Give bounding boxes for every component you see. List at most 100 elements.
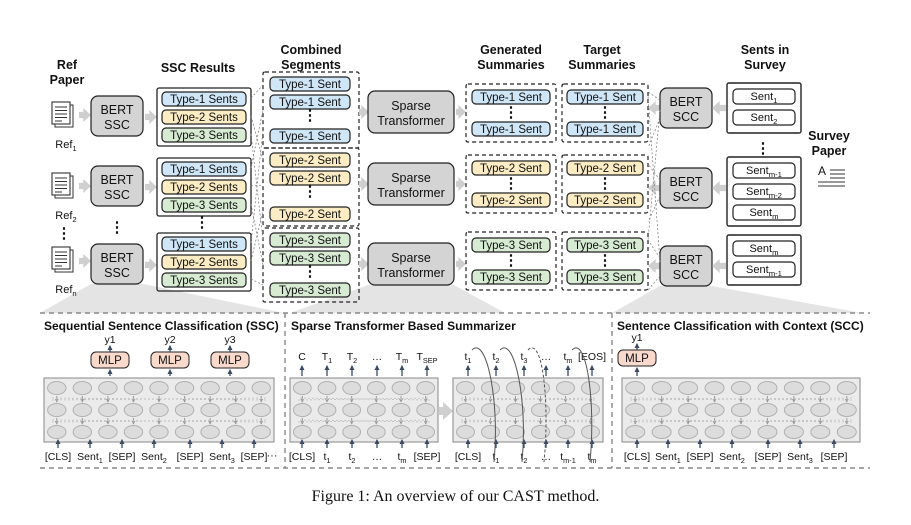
sparse-decoder-node (531, 425, 550, 439)
zoom-wedge-ssc (40, 284, 284, 313)
dec-input-4: … (541, 451, 552, 463)
arrow-scc-to-target-1 (648, 101, 660, 115)
sparse-decoder-frame (452, 377, 604, 443)
segment-1-b-box (269, 94, 351, 110)
ssc-result-1-type2-label: Type-2 Sents (170, 112, 238, 124)
segment-2-b: Type-2 Sent (269, 170, 351, 186)
enc-input-2: t1 (323, 451, 330, 465)
bert-ssc-3-box (90, 243, 144, 285)
ssc-result-3-type1-label: Type-1 Sents (170, 239, 238, 251)
target-group-3 (561, 231, 649, 291)
sparse-encoder-node (416, 425, 436, 439)
survey-sent-bot-2-box (732, 261, 796, 278)
target-2-a-label: Type-2 Sent (574, 163, 637, 175)
survey-sent-top-1: Sent1 (751, 91, 778, 105)
ssc-result-2-type1-label: Type-1 Sents (170, 164, 238, 176)
arrow-bert-to-ssc-1 (145, 110, 157, 124)
ref-ellipsis: ⋮ (57, 225, 72, 242)
scc-encoder-node (651, 425, 672, 439)
target-1-b-box (566, 121, 644, 137)
ssc-result-1-type1-label: Type-1 Sents (170, 94, 238, 106)
zoom-wedge-scc (612, 286, 862, 313)
segment-3-c: Type-3 Sent (269, 282, 351, 298)
ssc-encoder-node (149, 403, 169, 417)
sparse-decoder-node (556, 425, 575, 439)
generated-1-ellipsis: ⋮ (504, 104, 519, 121)
segment-2-a: Type-2 Sent (269, 152, 351, 168)
scc-encoder-node (783, 403, 804, 417)
segment-1-b-label: Type-1 Sent (279, 97, 342, 109)
segment-3-b: Type-3 Sent (269, 250, 351, 266)
dec-output-5: tm (563, 351, 572, 365)
generated-3-a-label: Type-3 Sent (480, 240, 543, 252)
target-link-1 (647, 91, 661, 101)
arrow-transformer-to-gen-3 (456, 257, 466, 271)
ssc-encoder-node (200, 381, 220, 395)
sparse-decoder-node (506, 381, 525, 395)
ssc-token-2: Sent1 (77, 451, 103, 465)
sparse-encoder-node (317, 381, 337, 395)
arrow-sents-to-scc-2 (712, 181, 726, 195)
ssc-encoder-node (47, 403, 67, 417)
segment-1-a-box (269, 76, 351, 92)
segment-1-c: Type-1 Sent (269, 128, 351, 144)
sparse-encoder-node (416, 381, 436, 395)
survey-sents-bot-group (726, 234, 802, 286)
scc-encoder-node (625, 403, 646, 417)
sparse-decoder-node (556, 403, 575, 417)
ssc-y-label-3: y3 (224, 334, 235, 346)
header-target-1: Target (583, 43, 621, 57)
target-2-a: Type-2 Sent (566, 160, 644, 176)
ssc-encoder-node (251, 381, 271, 395)
dec-input-5: tm-1 (560, 451, 576, 465)
scc-token-1: [CLS] (624, 451, 650, 463)
generated-group-2 (465, 154, 557, 214)
segment-3-b-label: Type-3 Sent (279, 253, 342, 265)
scc-encoder-node (625, 381, 646, 395)
sparse-encoder-node (366, 403, 386, 417)
scc-encoder-node (651, 403, 672, 417)
ssc-mlp-3-label: MLP (218, 355, 242, 367)
scc-encoder (621, 377, 861, 443)
sparse-decoder-node (456, 425, 475, 439)
scc-encoder-node (730, 403, 752, 417)
bert-scc-3-line2: SCC (673, 268, 699, 282)
scc-encoder-cross (629, 397, 853, 401)
segment-3-c-box (269, 282, 351, 298)
ssc-result-group-3 (156, 232, 252, 292)
doc-icon-ref-2 (51, 172, 74, 199)
ssc-result-2-type3-box (161, 197, 247, 213)
sparse-transformer-2-box (367, 162, 455, 206)
scc-encoder-node (757, 381, 778, 395)
dec-input-6: tm (587, 451, 596, 465)
survey-sent-top-1-box (732, 88, 796, 105)
segment-3-ellipsis: ⋮ (303, 263, 318, 280)
segment-2-b-label: Type-2 Sent (279, 173, 342, 185)
sparse-transformer-3-box (367, 242, 455, 286)
scc-encoder-node (704, 425, 725, 439)
ssc-encoder-node (200, 425, 220, 439)
ssc-encoder-node (149, 381, 169, 395)
survey-sents-top-group (726, 82, 802, 134)
ssc-token-5: [SEP] (177, 451, 204, 463)
segment-link-4 (250, 109, 264, 169)
segment-2-c-label: Type-2 Sent (279, 209, 342, 221)
segment-1-c-label: Type-1 Sent (279, 131, 342, 143)
ssc-token-7: [SEP] (241, 451, 268, 463)
bert-scc-2-line2: SCC (673, 190, 699, 204)
enc-input-5: tm (397, 451, 406, 465)
scc-encoder-node (678, 425, 699, 439)
enc-output-3: T2 (347, 351, 358, 365)
ssc-result-1-type3-label: Type-3 Sents (170, 130, 238, 142)
header-combined-1: Combined (280, 43, 341, 57)
arrow-sents-to-scc-3 (712, 259, 726, 273)
scc-encoder-node (810, 381, 831, 395)
sparse-encoder-node (391, 381, 411, 395)
ssc-result-1-type2: Type-2 Sents (161, 109, 247, 125)
sparse-transformer-1-line1: Sparse (391, 99, 431, 113)
segment-2-a-label: Type-2 Sent (279, 155, 342, 167)
